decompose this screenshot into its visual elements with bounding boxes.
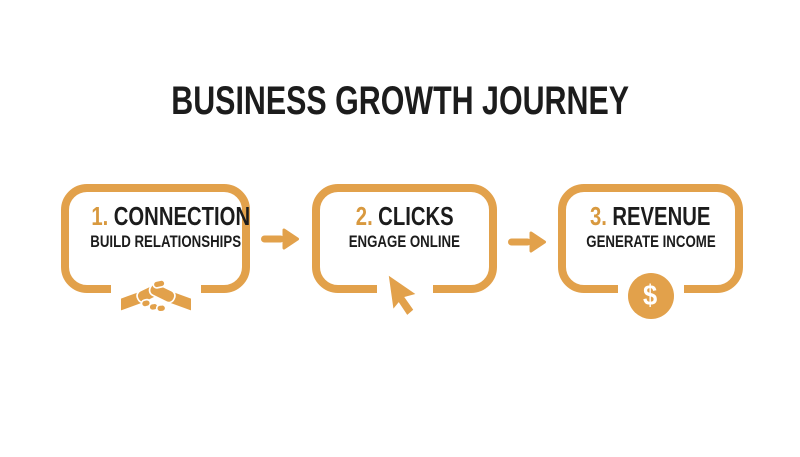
- step-subtitle: GENERATE INCOME: [585, 232, 716, 251]
- step-label: CLICKS: [377, 201, 454, 231]
- step-box-revenue: 3.REVENUE GENERATE INCOME $: [558, 184, 743, 319]
- page-title: BUSINESS GROWTH JOURNEY: [0, 80, 800, 122]
- arrow-right-icon: [507, 230, 547, 254]
- step-number: 2.: [355, 201, 373, 231]
- step-box-connection: 1.CONNECTION BUILD RELATIONSHIPS: [61, 184, 250, 313]
- step-subtitle: BUILD RELATIONSHIPS: [90, 232, 242, 251]
- arrow-right-icon: [260, 227, 300, 251]
- step-label: CONNECTION: [113, 201, 251, 231]
- step-subtitle: ENGAGE ONLINE: [348, 232, 461, 251]
- page-title-text: BUSINESS GROWTH JOURNEY: [171, 79, 629, 123]
- step-label: REVENUE: [612, 201, 711, 231]
- step-number: 1.: [91, 201, 109, 231]
- step-title: 1.CONNECTION: [69, 201, 250, 231]
- step-title: 2.CLICKS: [320, 202, 489, 230]
- step-title: 3.REVENUE: [566, 202, 735, 230]
- step-box-clicks: 2.CLICKS ENGAGE ONLINE: [312, 184, 497, 315]
- dollar-symbol: $: [643, 279, 658, 312]
- handshake-icon: [116, 275, 195, 318]
- dollar-circle-icon: $: [627, 273, 674, 319]
- step-number: 3.: [590, 201, 608, 231]
- cursor-icon: [386, 273, 424, 318]
